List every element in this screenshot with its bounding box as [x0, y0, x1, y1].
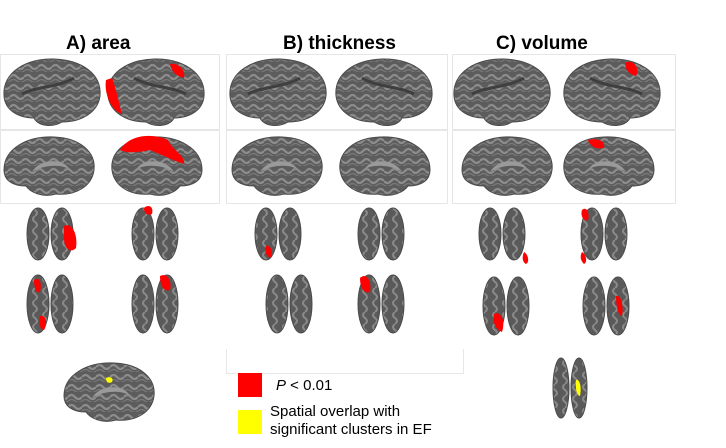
- panel-title-area: A) area: [66, 33, 131, 54]
- brain-thickness-right-medial: [339, 136, 431, 196]
- brain-area-bottom-left: [26, 274, 74, 334]
- brain-thickness-right-lateral: [335, 58, 433, 126]
- brain-volume-bottom-left: [482, 276, 530, 336]
- legend-p-symbol: P: [276, 377, 287, 394]
- cluster-area-bottom-2: [39, 315, 47, 330]
- legend-frame: [226, 349, 464, 374]
- cluster-volume-medial-1: [588, 139, 605, 149]
- brain-volume-top-right: [580, 207, 628, 261]
- legend-p-threshold: < 0.01: [286, 377, 333, 394]
- legend-label-overlap-line2: significant clusters in EF: [270, 421, 432, 438]
- cluster-area-bottom-3: [160, 275, 171, 291]
- brain-thickness-left-lateral: [229, 58, 327, 126]
- frame-volume-medial: [452, 130, 676, 204]
- legend-swatch-significant: [238, 373, 262, 397]
- brain-thickness-top-left: [254, 207, 302, 261]
- cluster-thickness-bottom-1: [360, 275, 371, 293]
- overlap-area-1: [106, 377, 113, 383]
- cluster-area-lateral-1: [105, 78, 122, 114]
- legend-swatch-overlap: [238, 410, 262, 434]
- cluster-thickness-top-1: [265, 245, 272, 258]
- frame-thickness-lateral: [226, 54, 448, 130]
- brain-volume-overlap-pair: [552, 357, 588, 419]
- brain-volume-right-lateral: [563, 58, 661, 126]
- brain-area-left-lateral: [3, 58, 101, 126]
- frame-thickness-medial: [226, 130, 448, 204]
- cluster-area-medial-1: [120, 135, 185, 164]
- legend-label-overlap-line1: Spatial overlap with: [270, 403, 401, 420]
- brain-area-right-lateral: [107, 58, 205, 126]
- brain-volume-left-medial: [461, 136, 553, 196]
- panel-title-volume: C) volume: [496, 33, 588, 54]
- frame-area-medial: [0, 130, 220, 204]
- brain-area-bottom-right: [131, 274, 179, 334]
- brain-thickness-top-right: [357, 207, 405, 261]
- brain-thickness-bottom-left: [265, 274, 313, 334]
- cluster-volume-bottom-1: [493, 313, 504, 332]
- frame-area-lateral: [0, 54, 220, 130]
- cluster-volume-top-1: [522, 252, 529, 264]
- cluster-area-top-2: [144, 206, 153, 215]
- cluster-area-bottom-1: [34, 278, 41, 293]
- cluster-volume-top-3: [580, 252, 587, 264]
- legend-label-significant: P < 0.01: [276, 377, 332, 394]
- brain-area-overlap-medial: [63, 362, 155, 422]
- overlap-volume-1: [575, 379, 581, 396]
- cluster-volume-top-2: [581, 208, 589, 221]
- cluster-area-lateral-2: [170, 63, 185, 78]
- cluster-area-top-1: [64, 225, 77, 251]
- brain-volume-left-lateral: [453, 58, 551, 126]
- brain-area-top-right: [131, 207, 179, 261]
- brain-area-left-medial: [3, 136, 95, 196]
- panel-title-thickness: B) thickness: [283, 33, 396, 54]
- frame-volume-lateral: [452, 54, 676, 130]
- brain-thickness-left-medial: [231, 136, 323, 196]
- brain-volume-top-left: [478, 207, 526, 261]
- brain-volume-right-medial: [563, 136, 655, 196]
- cluster-volume-bottom-2: [616, 295, 623, 316]
- cluster-volume-lateral-1: [625, 61, 638, 76]
